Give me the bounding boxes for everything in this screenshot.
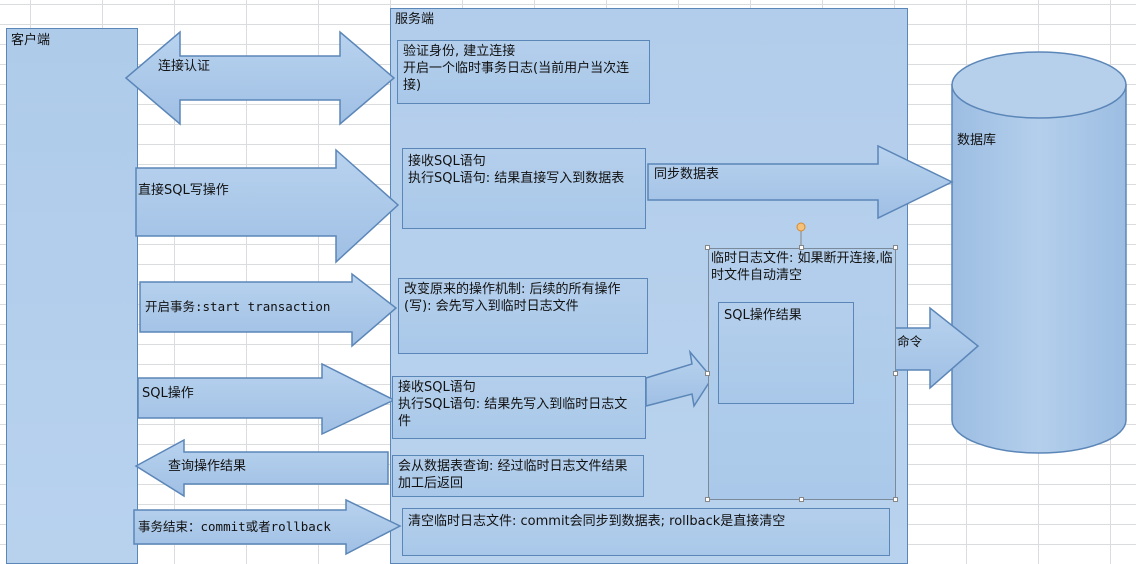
- resize-handle-mr[interactable]: [893, 371, 898, 376]
- auth-arrow-label: 连接认证: [158, 59, 211, 74]
- sync-table-arrow: [647, 144, 954, 220]
- resize-handle-bl[interactable]: [705, 497, 710, 502]
- end-transaction-arrow: [133, 498, 402, 556]
- auth-box: 验证身份, 建立连接 开启一个临时事务日志(当前用户当次连接): [397, 40, 650, 104]
- auth-double-arrow: [124, 30, 396, 126]
- resize-handle-tl[interactable]: [705, 245, 710, 250]
- resize-handle-tr[interactable]: [893, 245, 898, 250]
- query-result-arrow-label: 查询操作结果: [168, 459, 247, 474]
- resize-handle-br[interactable]: [893, 497, 898, 502]
- resize-handle-tm[interactable]: [799, 245, 804, 250]
- clear-box: 清空临时日志文件: commit会同步到数据表; rollback是直接清空: [402, 508, 890, 556]
- sql-op-arrow-label: SQL操作: [142, 386, 194, 401]
- query-box: 会从数据表查询: 经过临时日志文件结果加工后返回: [392, 455, 644, 497]
- start-transaction-arrow-label: 开启事务:start transaction: [145, 299, 331, 314]
- temp-log-title: 临时日志文件: 如果断开连接,临时文件自动清空: [711, 251, 893, 283]
- sql-write-arrow-label: 直接SQL写操作: [138, 183, 229, 198]
- tx-sql-box: 接收SQL语句 执行SQL语句: 结果先写入到临时日志文件: [392, 376, 646, 439]
- change-mechanism-box: 改变原来的操作机制: 后续的所有操作(写): 会先写入到临时日志文件: [398, 278, 648, 354]
- server-title: 服务端: [395, 12, 435, 27]
- to-temp-log-arrow: [645, 349, 713, 409]
- database-cylinder: [951, 51, 1127, 454]
- database-title: 数据库: [957, 133, 997, 148]
- start-transaction-arrow: [139, 272, 398, 348]
- end-transaction-arrow-label: 事务结束：commit或者rollback: [138, 519, 331, 534]
- sync-table-arrow-label: 同步数据表: [654, 167, 720, 182]
- direct-write-box: 接收SQL语句 执行SQL语句: 结果直接写入到数据表: [402, 148, 646, 229]
- sql-result-box: SQL操作结果: [718, 302, 854, 404]
- resize-handle-ml[interactable]: [705, 371, 710, 376]
- sql-write-arrow: [135, 148, 400, 264]
- sql-op-arrow: [137, 362, 396, 436]
- resize-handle-bm[interactable]: [799, 497, 804, 502]
- query-result-arrow: [134, 438, 389, 498]
- client-column: 客户端: [6, 28, 138, 564]
- client-title: 客户端: [11, 33, 51, 48]
